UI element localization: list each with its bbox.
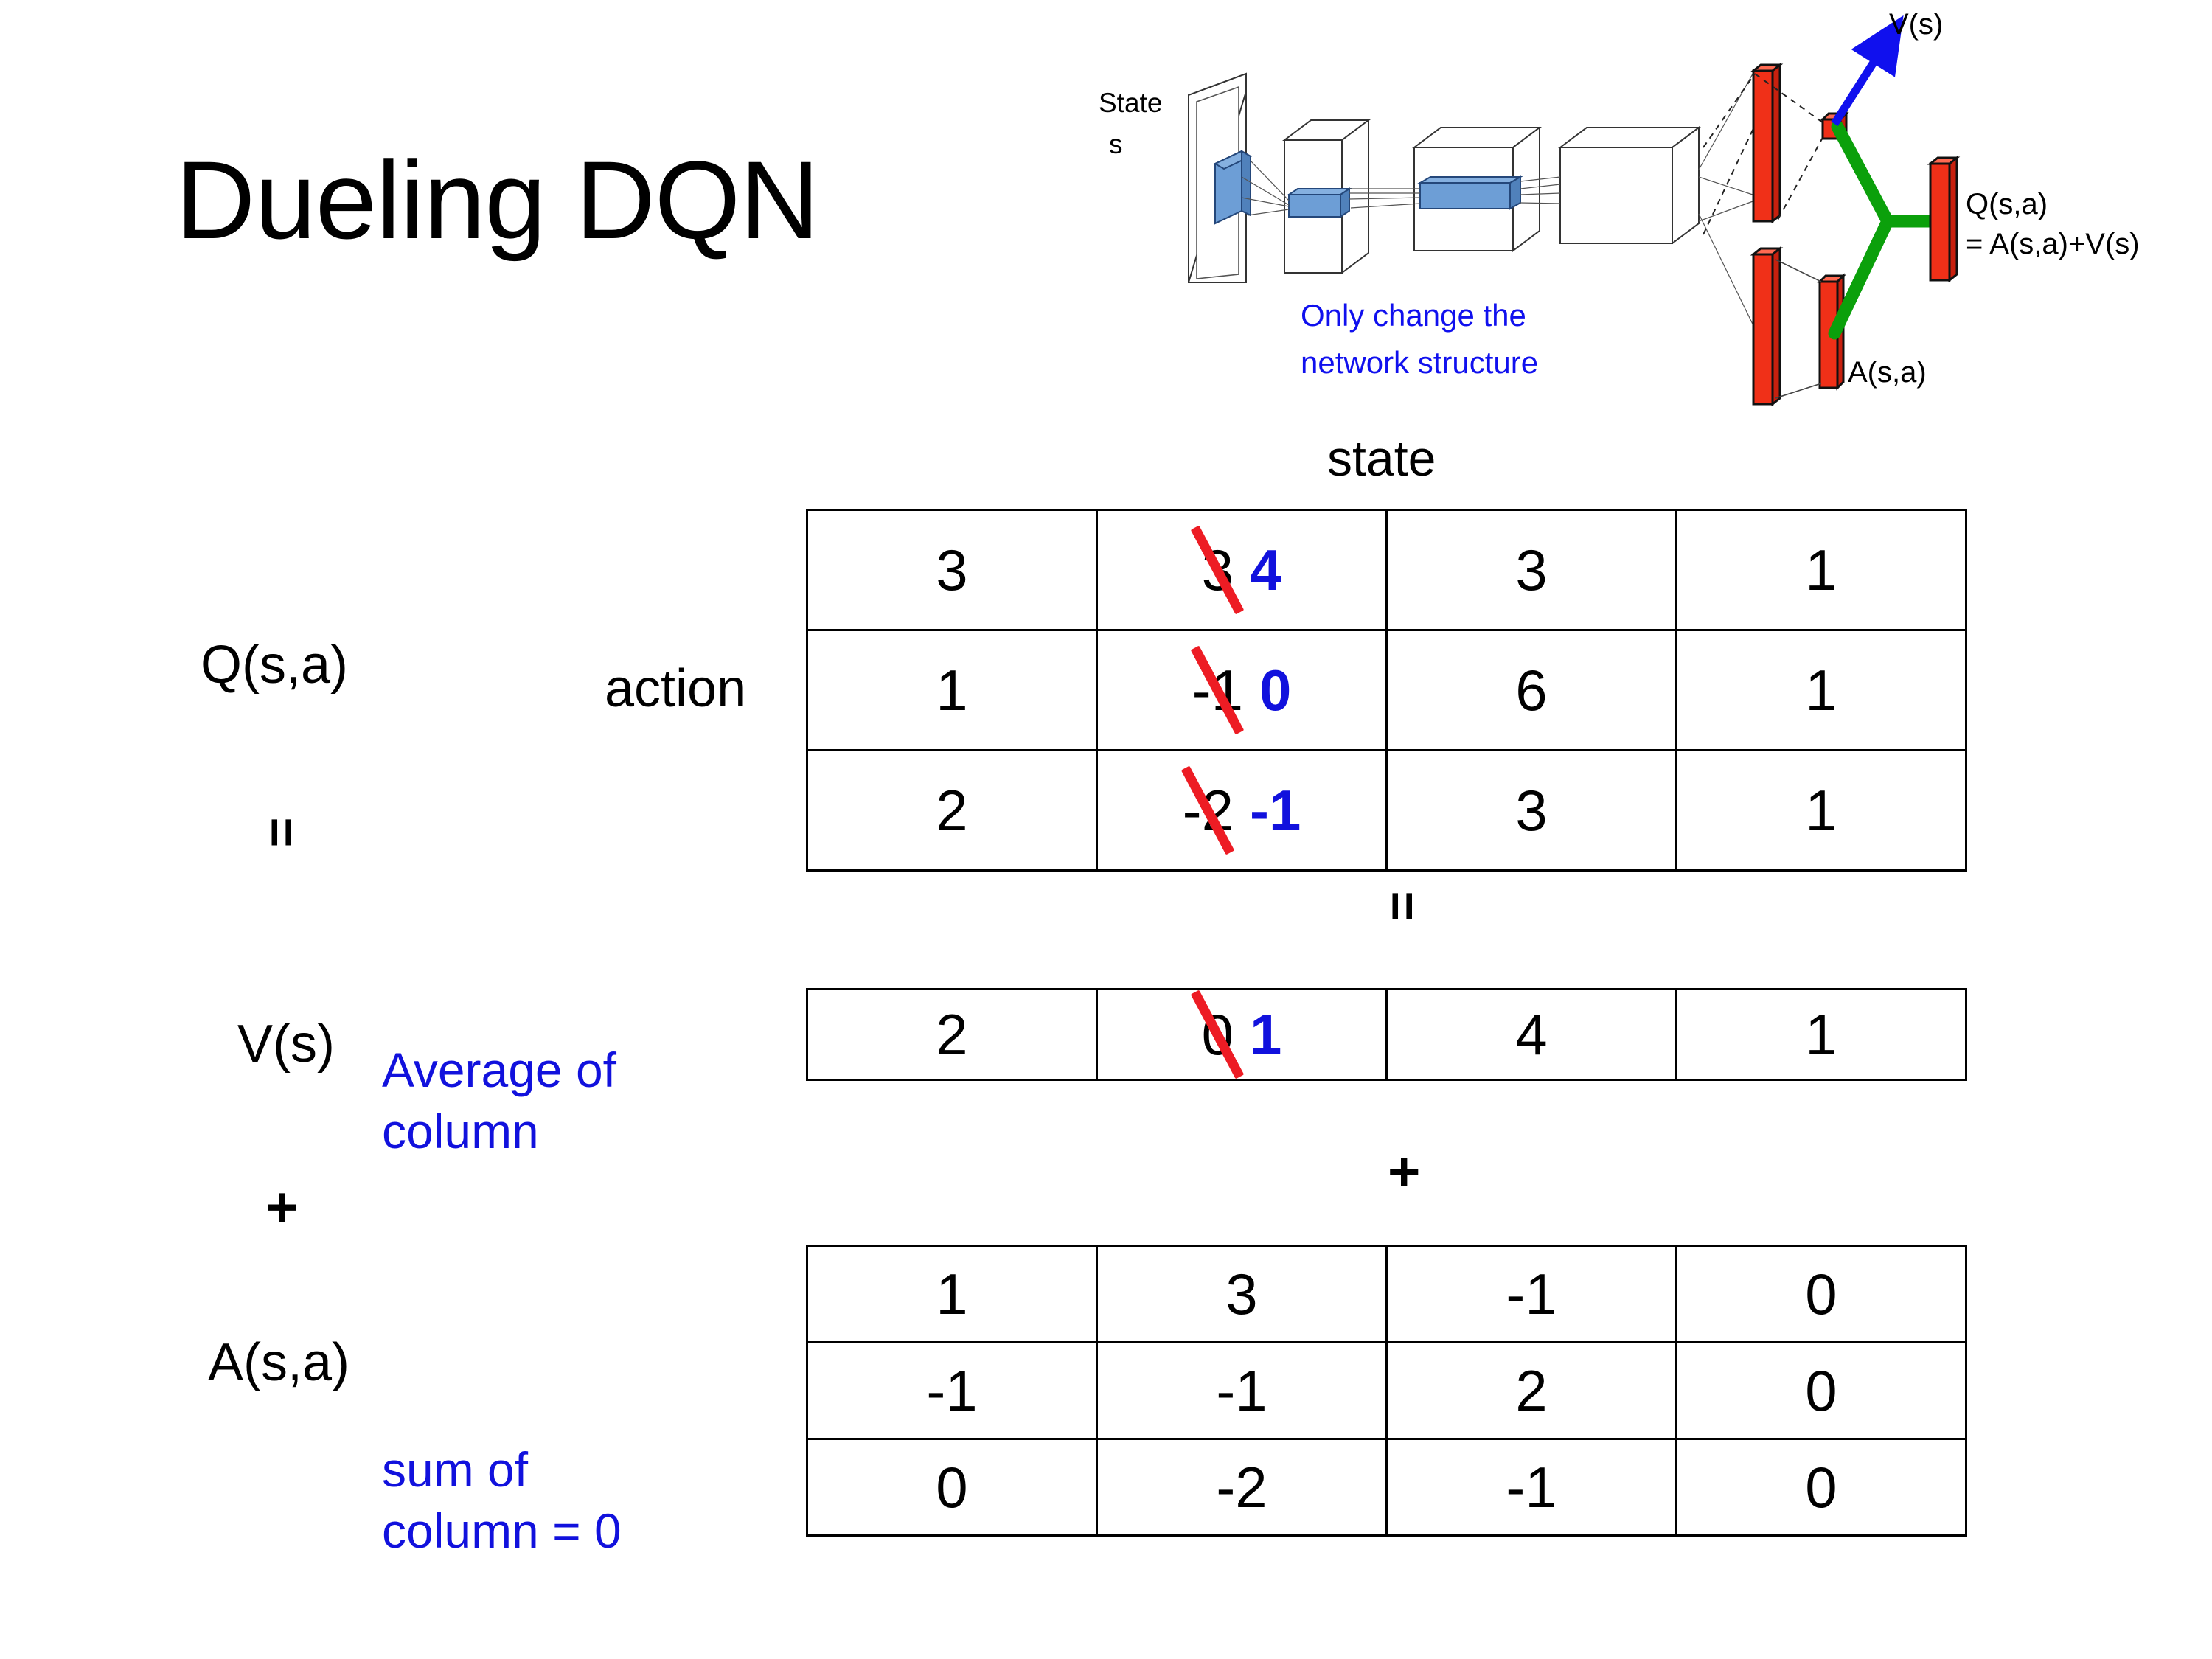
diagram-state-label-2: s — [1109, 129, 1123, 159]
v-function-label: V(s) — [237, 1015, 335, 1074]
sum-note-line2: column = 0 — [382, 1503, 622, 1558]
action-axis-label: action — [605, 659, 747, 718]
equals-sign-left: = — [253, 817, 311, 848]
v-value-table: 20141 — [806, 988, 1967, 1081]
sum-note-line1: sum of — [382, 1442, 529, 1497]
updated-value: 4 — [1250, 537, 1282, 602]
table-row: 2-2-131 — [806, 749, 1967, 872]
red-strikethrough-icon — [1191, 645, 1245, 735]
table-cell: 3 — [806, 509, 1098, 631]
table-cell: 3 — [1385, 749, 1677, 872]
diagram-a-label: A(s,a) — [1848, 356, 1927, 389]
table-cell: 3 — [1096, 1245, 1388, 1343]
page-title: Dueling DQN — [175, 138, 820, 262]
q-function-label: Q(s,a) — [201, 636, 349, 695]
table-cell: 2 — [806, 749, 1098, 872]
average-note-line1: Average of — [382, 1043, 617, 1097]
table-cell: 0 — [1675, 1438, 1967, 1537]
table-cell: 0 — [1675, 1245, 1967, 1343]
table-cell: -1 — [1096, 1341, 1388, 1440]
table-cell: -1 — [1385, 1438, 1677, 1537]
table-cell: -2 — [1096, 1438, 1388, 1537]
table-cell: -1 — [1385, 1245, 1677, 1343]
table-cell: 2 — [1385, 1341, 1677, 1440]
updated-value: 0 — [1259, 657, 1292, 723]
table-cell: 2 — [806, 988, 1098, 1081]
table-cell: 0 — [806, 1438, 1098, 1537]
average-of-column-note: Average of column — [382, 1040, 616, 1161]
table-cell: 1 — [1675, 629, 1967, 751]
average-note-line2: column — [382, 1103, 539, 1158]
red-strikethrough-icon — [1191, 990, 1245, 1079]
table-cell: 1 — [806, 629, 1098, 751]
diagram-q-label-1: Q(s,a) — [1966, 188, 2048, 220]
struck-old-value: -1 — [1191, 645, 1245, 735]
state-axis-label: state — [1327, 431, 1436, 487]
plus-sign-middle: + — [1388, 1141, 1421, 1203]
sum-of-column-note: sum of column = 0 — [382, 1439, 622, 1561]
struck-old-value: 0 — [1191, 990, 1245, 1079]
diagram-q-label-2: = A(s,a)+V(s) — [1966, 228, 2140, 260]
red-strikethrough-icon — [1181, 765, 1235, 855]
dueling-network-diagram: State s V(s) A(s,a) Q(s,a) = A(s,a)+V(s)… — [1091, 0, 2212, 413]
diagram-state-label-1: State — [1099, 88, 1162, 118]
table-cell: 0 — [1675, 1341, 1967, 1440]
table-cell: -10 — [1096, 629, 1388, 751]
table-cell: -2-1 — [1096, 749, 1388, 872]
struck-old-value: 3 — [1191, 525, 1245, 615]
table-cell: 4 — [1385, 988, 1677, 1081]
a-function-label: A(s,a) — [208, 1333, 350, 1392]
struck-old-value: -2 — [1181, 765, 1235, 855]
table-cell: 34 — [1096, 509, 1388, 631]
updated-value: 1 — [1250, 1001, 1282, 1067]
table-cell: 1 — [806, 1245, 1098, 1343]
table-cell: -1 — [806, 1341, 1098, 1440]
updated-value: -1 — [1250, 777, 1301, 843]
table-row: 33431 — [806, 509, 1967, 631]
diagram-v-label: V(s) — [1889, 8, 1943, 41]
plus-sign-left: + — [265, 1176, 299, 1239]
table-cell: 3 — [1385, 509, 1677, 631]
diagram-caption-line2: network structure — [1301, 345, 1538, 380]
table-row: 20141 — [806, 988, 1967, 1081]
red-strikethrough-icon — [1191, 525, 1245, 615]
table-cell: 1 — [1675, 509, 1967, 631]
table-cell: 1 — [1675, 749, 1967, 872]
diagram-caption-line1: Only change the — [1301, 298, 1526, 333]
table-cell: 1 — [1675, 988, 1967, 1081]
table-cell: 01 — [1096, 988, 1388, 1081]
table-cell: 6 — [1385, 629, 1677, 751]
equals-sign-middle: = — [1374, 891, 1432, 922]
